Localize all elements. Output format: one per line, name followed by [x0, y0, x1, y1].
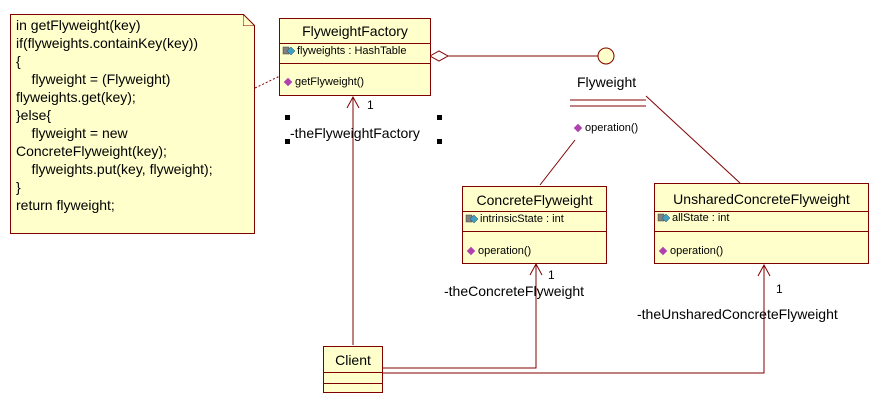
- attribute-row[interactable]: intrinsicState : int: [465, 213, 564, 225]
- operation-row[interactable]: getFlyweight(): [282, 76, 364, 88]
- code-note[interactable]: in getFlyweight(key) if(flyweights.conta…: [10, 14, 255, 234]
- operation-row[interactable]: operation(): [465, 245, 531, 257]
- selection-handle[interactable]: [437, 139, 442, 144]
- class-unshared-concrete-flyweight[interactable]: UnsharedConcreteFlyweight allState : int…: [654, 183, 869, 264]
- class-name: ConcreteFlyweight: [476, 192, 593, 208]
- unshared-multiplicity: 1: [776, 282, 783, 296]
- class-concrete-flyweight[interactable]: ConcreteFlyweight intrinsicState : int o…: [462, 186, 607, 264]
- divider: [324, 372, 382, 373]
- note-line: ConcreteFlyweight(key);: [16, 143, 167, 159]
- attribute-text: flyweights : HashTable: [297, 45, 407, 57]
- operation-icon: [573, 123, 583, 133]
- concrete-role-label[interactable]: -theConcreteFlyweight: [444, 283, 585, 299]
- attribute-icon: [657, 213, 671, 223]
- client-factory-arrow: [346, 95, 360, 109]
- interface-flyweight-name[interactable]: Flyweight: [577, 74, 637, 90]
- divider: [655, 211, 868, 212]
- operation-text: operation(): [585, 122, 639, 134]
- operation-text: getFlyweight(): [295, 76, 365, 88]
- operation-icon: [283, 77, 293, 87]
- divider: [324, 383, 382, 384]
- note-line: in getFlyweight(key): [16, 17, 141, 33]
- divider: [655, 231, 868, 232]
- class-name: UnsharedConcreteFlyweight: [673, 191, 850, 207]
- divider: [463, 211, 606, 212]
- client-concrete-line: [383, 264, 537, 369]
- divider: [280, 43, 430, 44]
- attribute-text: intrinsicState : int: [480, 213, 564, 225]
- class-name: Client: [335, 352, 371, 368]
- attribute-row[interactable]: allState : int: [657, 212, 729, 224]
- realization-concrete-line: [539, 139, 576, 186]
- note-line: if(flyweights.containKey(key)): [16, 35, 199, 51]
- note-line: flyweights.get(key);: [16, 89, 136, 105]
- note-line: flyweight = new: [16, 125, 128, 141]
- selection-handle[interactable]: [437, 115, 442, 120]
- client-unshared-arrow: [757, 263, 771, 277]
- factory-multiplicity: 1: [367, 98, 374, 112]
- attribute-icon: [282, 46, 296, 56]
- attribute-icon: [465, 214, 479, 224]
- operation-icon: [466, 246, 476, 256]
- operation-text: operation(): [478, 245, 532, 257]
- interface-operation-row[interactable]: operation(): [572, 122, 638, 134]
- divider: [280, 63, 430, 64]
- client-unshared-line: [383, 265, 765, 374]
- operation-icon: [658, 246, 668, 256]
- note-fold-icon: [243, 14, 255, 26]
- selection-handle[interactable]: [285, 115, 290, 120]
- attribute-row[interactable]: flyweights : HashTable: [282, 45, 406, 57]
- note-line: flyweight = (Flyweight): [16, 71, 171, 87]
- concrete-multiplicity: 1: [548, 268, 555, 282]
- attribute-text: allState : int: [672, 212, 730, 224]
- selection-handle[interactable]: [285, 139, 290, 144]
- class-name: FlyweightFactory: [302, 23, 408, 39]
- operation-text: operation(): [670, 245, 724, 257]
- class-flyweight-factory[interactable]: FlyweightFactory flyweights : HashTable …: [279, 18, 431, 96]
- note-link-line: [254, 75, 281, 89]
- note-line: }: [16, 179, 21, 195]
- note-line: {: [16, 53, 21, 69]
- divider: [463, 231, 606, 232]
- interface-lollipop-icon: [597, 47, 615, 65]
- aggregation-diamond-icon: [428, 50, 450, 62]
- client-concrete-arrow: [529, 262, 543, 276]
- unshared-role-label[interactable]: -theUnsharedConcreteFlyweight: [637, 306, 838, 322]
- note-line: return flyweight;: [16, 197, 115, 213]
- realization-unshared-line: [645, 95, 741, 184]
- class-client[interactable]: Client: [323, 346, 383, 393]
- note-line: }else{: [16, 107, 52, 123]
- operation-row[interactable]: operation(): [657, 245, 723, 257]
- note-line: flyweights.put(key, flyweight);: [16, 161, 213, 177]
- factory-role-label[interactable]: -theFlyweightFactory: [290, 125, 420, 141]
